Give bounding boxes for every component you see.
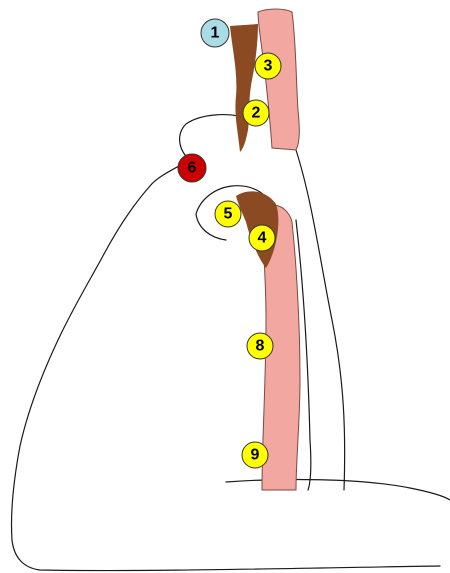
station-marker-5: 5 bbox=[215, 201, 241, 227]
marker-label: 9 bbox=[251, 447, 260, 464]
station-marker-1: 1 bbox=[201, 19, 229, 47]
lung-outline bbox=[11, 115, 440, 571]
marker-label: 6 bbox=[188, 160, 197, 177]
marker-label: 4 bbox=[258, 230, 267, 247]
mediastinum-right-boundary bbox=[296, 150, 345, 490]
marker-label: 3 bbox=[264, 58, 273, 75]
station-marker-4: 4 bbox=[249, 225, 275, 251]
station-marker-8: 8 bbox=[247, 333, 273, 359]
marker-label: 8 bbox=[256, 338, 265, 355]
upper-lymph-tissue bbox=[230, 24, 258, 152]
station-marker-9: 9 bbox=[242, 442, 268, 468]
station-marker-6: 6 bbox=[178, 154, 206, 182]
marker-label: 2 bbox=[252, 105, 261, 122]
diaphragm-line bbox=[226, 480, 450, 500]
marker-label: 1 bbox=[211, 25, 220, 42]
station-marker-2: 2 bbox=[243, 100, 269, 126]
station-marker-3: 3 bbox=[255, 53, 281, 79]
upper-vessel bbox=[258, 9, 299, 150]
marker-label: 5 bbox=[224, 206, 233, 223]
